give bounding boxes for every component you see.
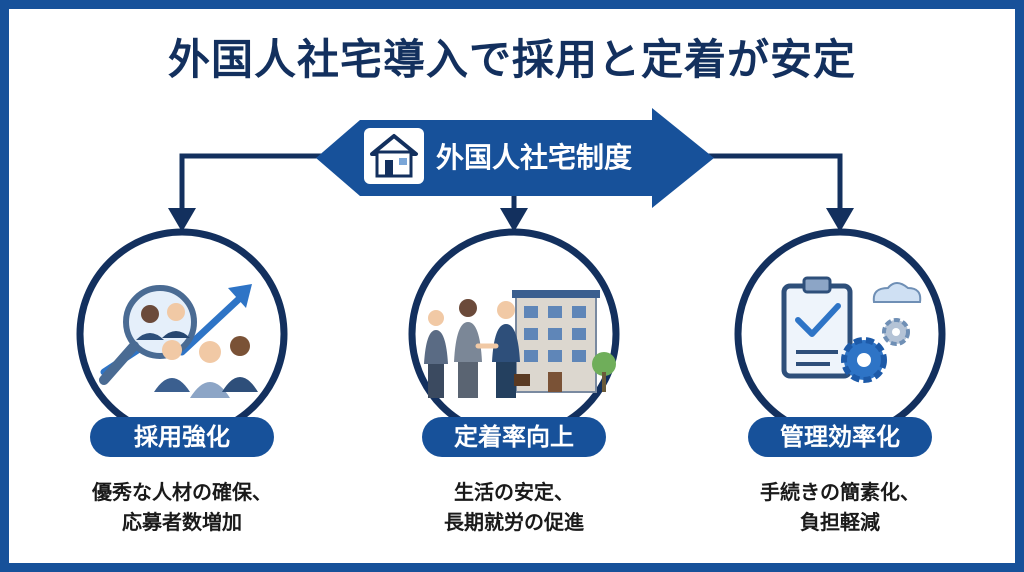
arrowhead-center bbox=[500, 208, 528, 232]
benefit-description-3-line-2: 負担軽減 bbox=[800, 510, 880, 534]
benefit-label-2: 定着率向上 bbox=[454, 423, 574, 451]
benefit-pill-2 bbox=[422, 417, 606, 457]
benefit-description-1: 優秀な人材の確保、 応募者数増加 bbox=[32, 477, 332, 537]
arrowhead-left bbox=[168, 208, 196, 232]
connector-right bbox=[690, 153, 843, 212]
checklist-gear-icon bbox=[781, 276, 922, 383]
arrowhead-right bbox=[826, 208, 854, 232]
benefit-pill-1 bbox=[90, 417, 274, 457]
banner-label: 外国人社宅制度 bbox=[436, 141, 633, 174]
benefit-description-3-line-1: 手続きの簡素化、 bbox=[760, 480, 920, 504]
recruitment-growth-icon bbox=[99, 284, 258, 398]
benefit-description-1-line-1: 優秀な人材の確保、 bbox=[92, 480, 272, 504]
benefit-label-3: 管理効率化 bbox=[780, 423, 900, 451]
benefit-pill-3 bbox=[748, 417, 932, 457]
benefit-description-1-line-2: 応募者数増加 bbox=[122, 510, 242, 534]
page-title: 外国人社宅導入で採用と定着が安定 bbox=[167, 35, 856, 84]
handshake-residence-icon bbox=[424, 290, 616, 398]
benefit-label-1: 採用強化 bbox=[134, 423, 230, 451]
benefit-description-2: 生活の安定、 長期就労の促進 bbox=[364, 477, 664, 537]
benefit-description-2-line-1: 生活の安定、 bbox=[454, 480, 574, 504]
connector-left bbox=[179, 153, 340, 212]
benefit-description-2-line-2: 長期就労の促進 bbox=[444, 510, 584, 534]
benefit-description-3: 手続きの簡素化、 負担軽減 bbox=[690, 477, 990, 537]
connector-arrowheads bbox=[168, 208, 854, 232]
house-icon bbox=[364, 128, 424, 184]
